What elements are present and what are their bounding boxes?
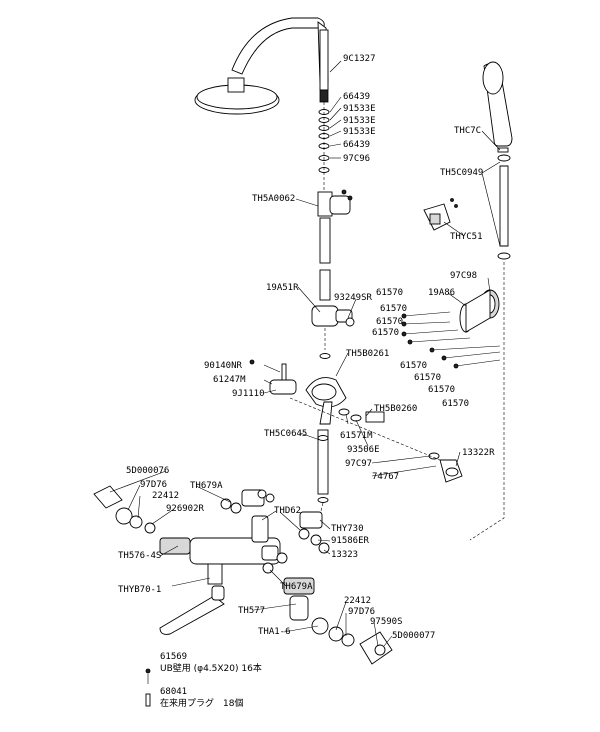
cartridge-right (283, 577, 393, 665)
label-90140NR: 90140NR (204, 361, 243, 371)
label-97D76-b: 97D76 (348, 607, 375, 617)
label-22412-b: 22412 (344, 596, 371, 606)
slide-bracket (311, 305, 355, 359)
riser-pipe-lower (317, 429, 329, 516)
slide-bar-upper (317, 189, 353, 301)
label-61570-g: 61570 (428, 385, 455, 395)
label-93249SR: 93249SR (334, 293, 373, 303)
label-91533E-c: 91533E (343, 127, 376, 137)
label-5D000077: 5D000077 (392, 631, 435, 641)
label-19A86: 19A86 (428, 288, 455, 298)
label-13323: 13323 (331, 550, 358, 560)
handle-left-parts (93, 485, 191, 555)
label-97C98: 97C98 (450, 271, 477, 281)
label-TH5A0062: TH5A0062 (252, 194, 295, 204)
label-TH679A-a: TH679A (190, 481, 223, 491)
part-labels: 9C1327 66439 91533E 91533E 91533E 66439 … (118, 54, 495, 709)
label-66439-a: 66439 (343, 92, 370, 102)
label-97590S: 97590S (370, 617, 403, 627)
label-61570-f: 61570 (414, 373, 441, 383)
label-THC7C: THC7C (454, 126, 481, 136)
label-61570-c: 61570 (376, 317, 403, 327)
screws-61570 (401, 311, 501, 369)
mixer-body (189, 515, 281, 585)
label-9C1327: 9C1327 (343, 54, 376, 64)
label-91533E-b: 91533E (343, 116, 376, 126)
shower-hose (469, 165, 511, 541)
screw-61569-icon (145, 668, 151, 684)
label-19A51R: 19A51R (266, 283, 299, 293)
label-61570-a: 61570 (376, 288, 403, 298)
riser-pipe-top (319, 29, 329, 103)
label-66439-b: 66439 (343, 140, 370, 150)
label-13322R: 13322R (462, 448, 495, 458)
handle-lever (159, 585, 225, 635)
wall-bracket-upper (459, 289, 500, 333)
label-THD62: THD62 (274, 506, 301, 516)
label-THA1-6: THA1-6 (258, 627, 291, 637)
label-22412-a: 22412 (152, 491, 179, 501)
label-61570-b: 61570 (380, 304, 407, 314)
label-5D000076: 5D000076 (126, 466, 169, 476)
diverter-elbow (249, 359, 385, 425)
label-61571M: 61571M (340, 431, 373, 441)
label-TH576-4S: TH576-4S (118, 551, 161, 561)
label-93506E: 93506E (347, 445, 380, 455)
label-91586ER: 91586ER (331, 536, 370, 546)
note-61569: UB壁用 (φ4.5X20) 16本 (160, 662, 262, 674)
label-TH5C0645: TH5C0645 (264, 429, 307, 439)
label-TH5B0260: TH5B0260 (374, 404, 417, 414)
label-61570-h: 61570 (442, 399, 469, 409)
label-9J1110: 9J1110 (232, 389, 265, 399)
label-TH5C0949: TH5C0949 (440, 168, 483, 178)
label-TH577: TH577 (238, 606, 265, 616)
label-TH5B0261: TH5B0261 (346, 349, 389, 359)
label-926902R: 926902R (166, 504, 205, 514)
label-THYB70-1: THYB70-1 (118, 585, 161, 595)
label-97C97: 97C97 (345, 459, 372, 469)
label-THYC51: THYC51 (450, 232, 483, 242)
label-74767: 74767 (372, 472, 399, 482)
label-61570-e: 61570 (400, 361, 427, 371)
label-91533E-a: 91533E (343, 104, 376, 114)
label-97D76-a: 97D76 (140, 480, 167, 490)
shower-head (194, 17, 329, 115)
label-68041: 68041 (160, 687, 187, 697)
label-THY730: THY730 (331, 524, 364, 534)
label-97C96: 97C96 (343, 154, 370, 164)
label-61247M: 61247M (213, 375, 246, 385)
label-61570-d: 61570 (372, 328, 399, 338)
label-61569: 61569 (160, 652, 187, 662)
hand-shower (482, 61, 513, 162)
hose-hanger (423, 198, 458, 231)
leader-lines (109, 60, 501, 647)
wall-elbow-13322R (428, 452, 463, 483)
plug-68041-icon (145, 693, 151, 707)
note-68041: 在来用プラグ 18個 (160, 697, 243, 709)
label-TH679A-b: TH679A (280, 582, 313, 592)
